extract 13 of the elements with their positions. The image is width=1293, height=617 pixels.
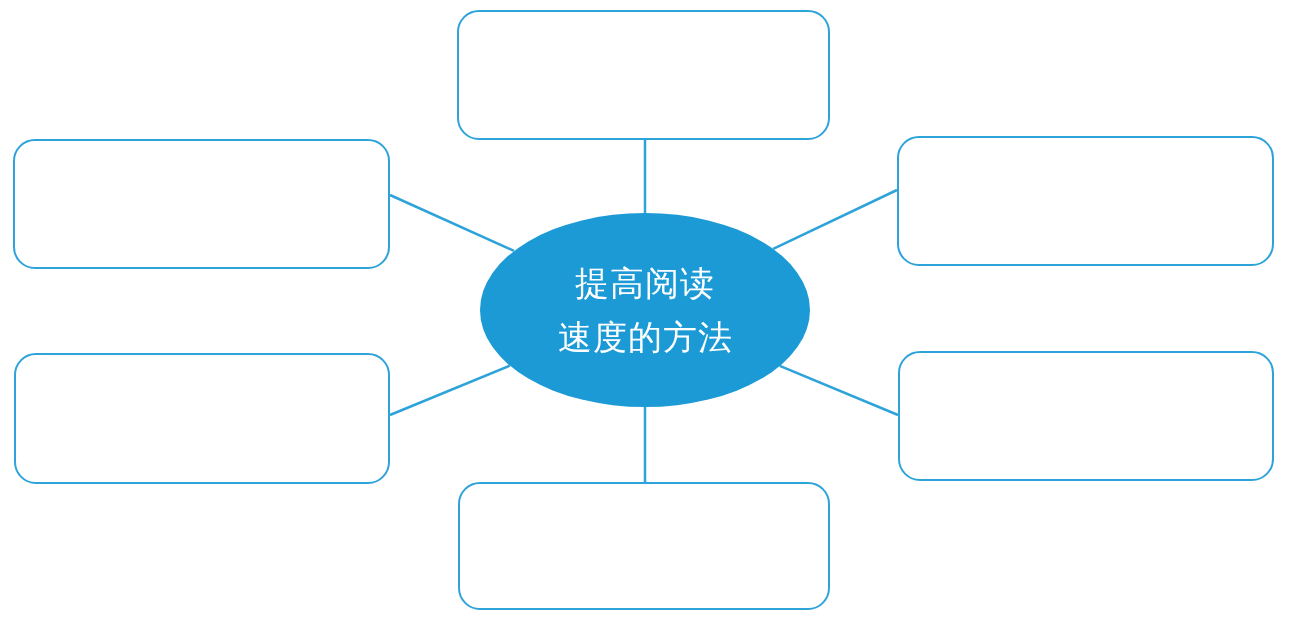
connector-line	[772, 188, 898, 251]
connector-line	[779, 364, 899, 417]
connector-line	[389, 364, 511, 417]
answer-box	[14, 353, 390, 484]
answer-box	[898, 351, 1274, 481]
answer-box	[897, 136, 1274, 266]
topic-text: 提高阅读速度的方法	[557, 261, 733, 359]
connector-line	[643, 140, 647, 213]
connector-line	[389, 193, 515, 253]
answer-box	[457, 10, 830, 140]
connector-line	[643, 407, 647, 482]
answer-box	[458, 482, 830, 610]
answer-box	[13, 139, 390, 269]
